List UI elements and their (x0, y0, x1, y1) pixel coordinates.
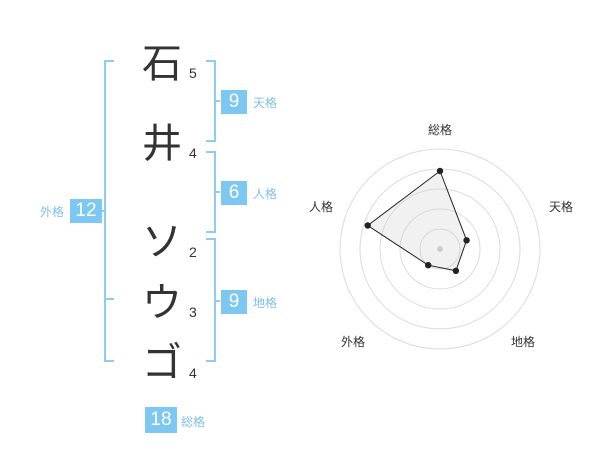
name-char-4: ウ (142, 280, 182, 326)
stroke-count-2: 4 (189, 145, 197, 161)
radar-axis-label-4: 人格 (309, 200, 334, 214)
tenkaku-bracket-tick (214, 100, 220, 102)
name-char-5: ゴ (142, 340, 182, 386)
radar-point-4 (364, 222, 371, 229)
radar-center-dot (437, 246, 443, 252)
jinkaku-label: 人格 (253, 187, 278, 201)
radar-point-0 (436, 167, 444, 175)
chikaku-badge: 9 (221, 290, 247, 314)
radar-point-2 (452, 267, 460, 274)
gaikaku-badge: 12 (70, 199, 102, 223)
stroke-count-4: 3 (189, 304, 197, 320)
radar-ring-1 (419, 228, 461, 270)
radar-ring-3 (379, 188, 501, 310)
soukaku-badge: 18 (145, 407, 177, 433)
stroke-count-3: 2 (189, 244, 197, 260)
name-char-1: 石 (142, 41, 182, 87)
gaikaku-bracket-mid-tick (106, 298, 114, 300)
radar-series-polygon (366, 170, 468, 272)
tenkaku-label: 天格 (253, 96, 278, 110)
radar-axis-label-1: 天格 (549, 200, 574, 214)
jinkaku-bracket-tick (214, 191, 220, 193)
gaikaku-bracket (104, 60, 114, 362)
stroke-count-1: 5 (189, 65, 197, 81)
radar-ring-2 (399, 208, 481, 290)
radar-ring-5 (339, 148, 541, 350)
name-char-3: ソ (142, 219, 182, 265)
stroke-count-5: 4 (189, 365, 197, 381)
radar-point-3 (425, 262, 432, 269)
jinkaku-badge: 6 (221, 181, 247, 205)
radar-axis-label-2: 地格 (511, 335, 536, 349)
radar-axis-label-3: 外格 (341, 335, 366, 349)
radar-axis-label-0: 総格 (428, 123, 453, 137)
name-char-2: 井 (142, 121, 182, 167)
chikaku-label: 地格 (253, 296, 278, 310)
tenkaku-badge: 9 (221, 90, 247, 114)
radar-point-1 (463, 237, 470, 244)
soukaku-label: 総格 (181, 415, 206, 429)
chikaku-bracket-tick (214, 300, 220, 302)
gaikaku-label: 外格 (40, 205, 65, 219)
